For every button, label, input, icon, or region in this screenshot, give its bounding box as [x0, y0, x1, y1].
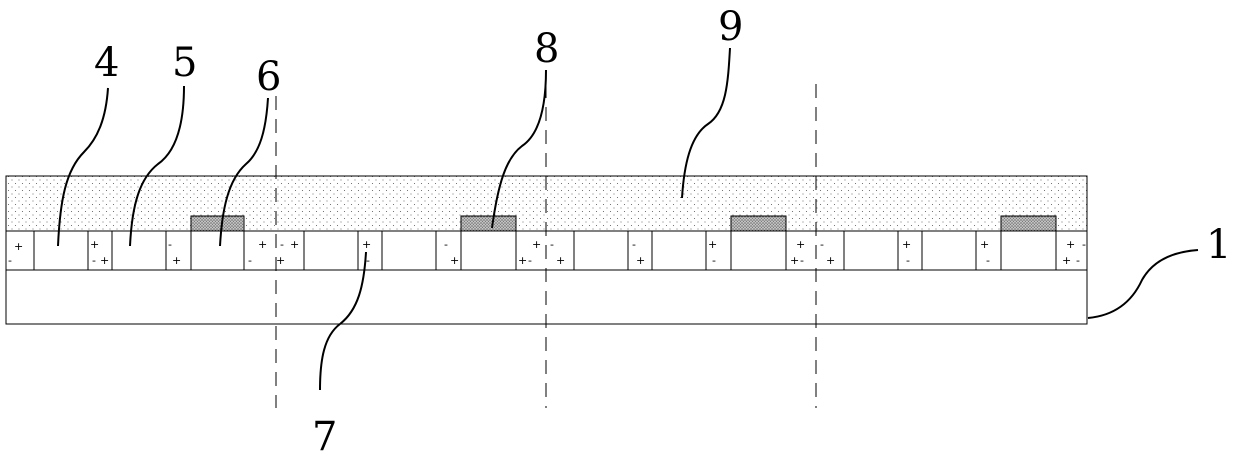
minus-sign: -: [168, 238, 172, 251]
plus-sign: +: [1066, 238, 1075, 251]
minus-sign: -: [280, 238, 284, 251]
plus-sign: +: [172, 254, 181, 267]
leader-line-1: [1088, 250, 1198, 318]
plus-sign: +: [636, 254, 645, 267]
pad: [461, 216, 516, 231]
cell-box: [382, 231, 436, 270]
label-6: 6: [256, 54, 281, 100]
cell-box: [304, 231, 358, 270]
minus-sign: -: [8, 254, 12, 267]
minus-sign: -: [820, 238, 824, 251]
plus-sign: +: [826, 254, 835, 267]
minus-sign: -: [986, 254, 990, 267]
plus-sign: +: [790, 254, 799, 267]
minus-sign: -: [1076, 254, 1080, 267]
cell-box: [191, 231, 244, 270]
minus-sign: -: [906, 254, 910, 267]
plus-sign: +: [14, 240, 23, 253]
plus-sign: +: [90, 238, 99, 251]
label-1: 1: [1206, 222, 1231, 268]
cell-box: [34, 231, 88, 270]
minus-sign: -: [92, 254, 96, 267]
pad: [731, 216, 786, 231]
plus-sign: +: [258, 238, 267, 251]
minus-sign: -: [712, 254, 716, 267]
plus-sign: +: [290, 238, 299, 251]
label-7: 7: [312, 414, 337, 456]
plus-sign: +: [1062, 254, 1071, 267]
plus-sign: +: [450, 254, 459, 267]
minus-sign: -: [444, 238, 448, 251]
plus-sign: +: [362, 238, 371, 251]
minus-sign: -: [632, 238, 636, 251]
pad: [1001, 216, 1056, 231]
minus-sign: -: [1082, 238, 1086, 251]
minus-sign: -: [800, 254, 804, 267]
cell-box: [112, 231, 166, 270]
plus-sign: +: [980, 238, 989, 251]
plus-sign: +: [276, 254, 285, 267]
label-4: 4: [94, 40, 119, 86]
plus-sign: +: [556, 254, 565, 267]
label-5: 5: [172, 40, 197, 86]
cell-box: [574, 231, 628, 270]
cell-box: [844, 231, 898, 270]
minus-sign: -: [528, 254, 532, 267]
cell-box: [652, 231, 706, 270]
minus-sign: -: [248, 254, 252, 267]
plus-sign: +: [518, 254, 527, 267]
cell-box: [1001, 231, 1056, 270]
plus-sign: +: [100, 254, 109, 267]
plus-sign: +: [902, 238, 911, 251]
pad: [191, 216, 244, 231]
cell-box: [731, 231, 786, 270]
minus-sign: -: [550, 238, 554, 251]
plus-sign: +: [708, 238, 717, 251]
label-8: 8: [534, 26, 559, 72]
plus-sign: +: [796, 238, 805, 251]
label-9: 9: [718, 4, 743, 50]
cell-box: [461, 231, 516, 270]
cell-box: [922, 231, 976, 270]
plus-sign: +: [532, 238, 541, 251]
